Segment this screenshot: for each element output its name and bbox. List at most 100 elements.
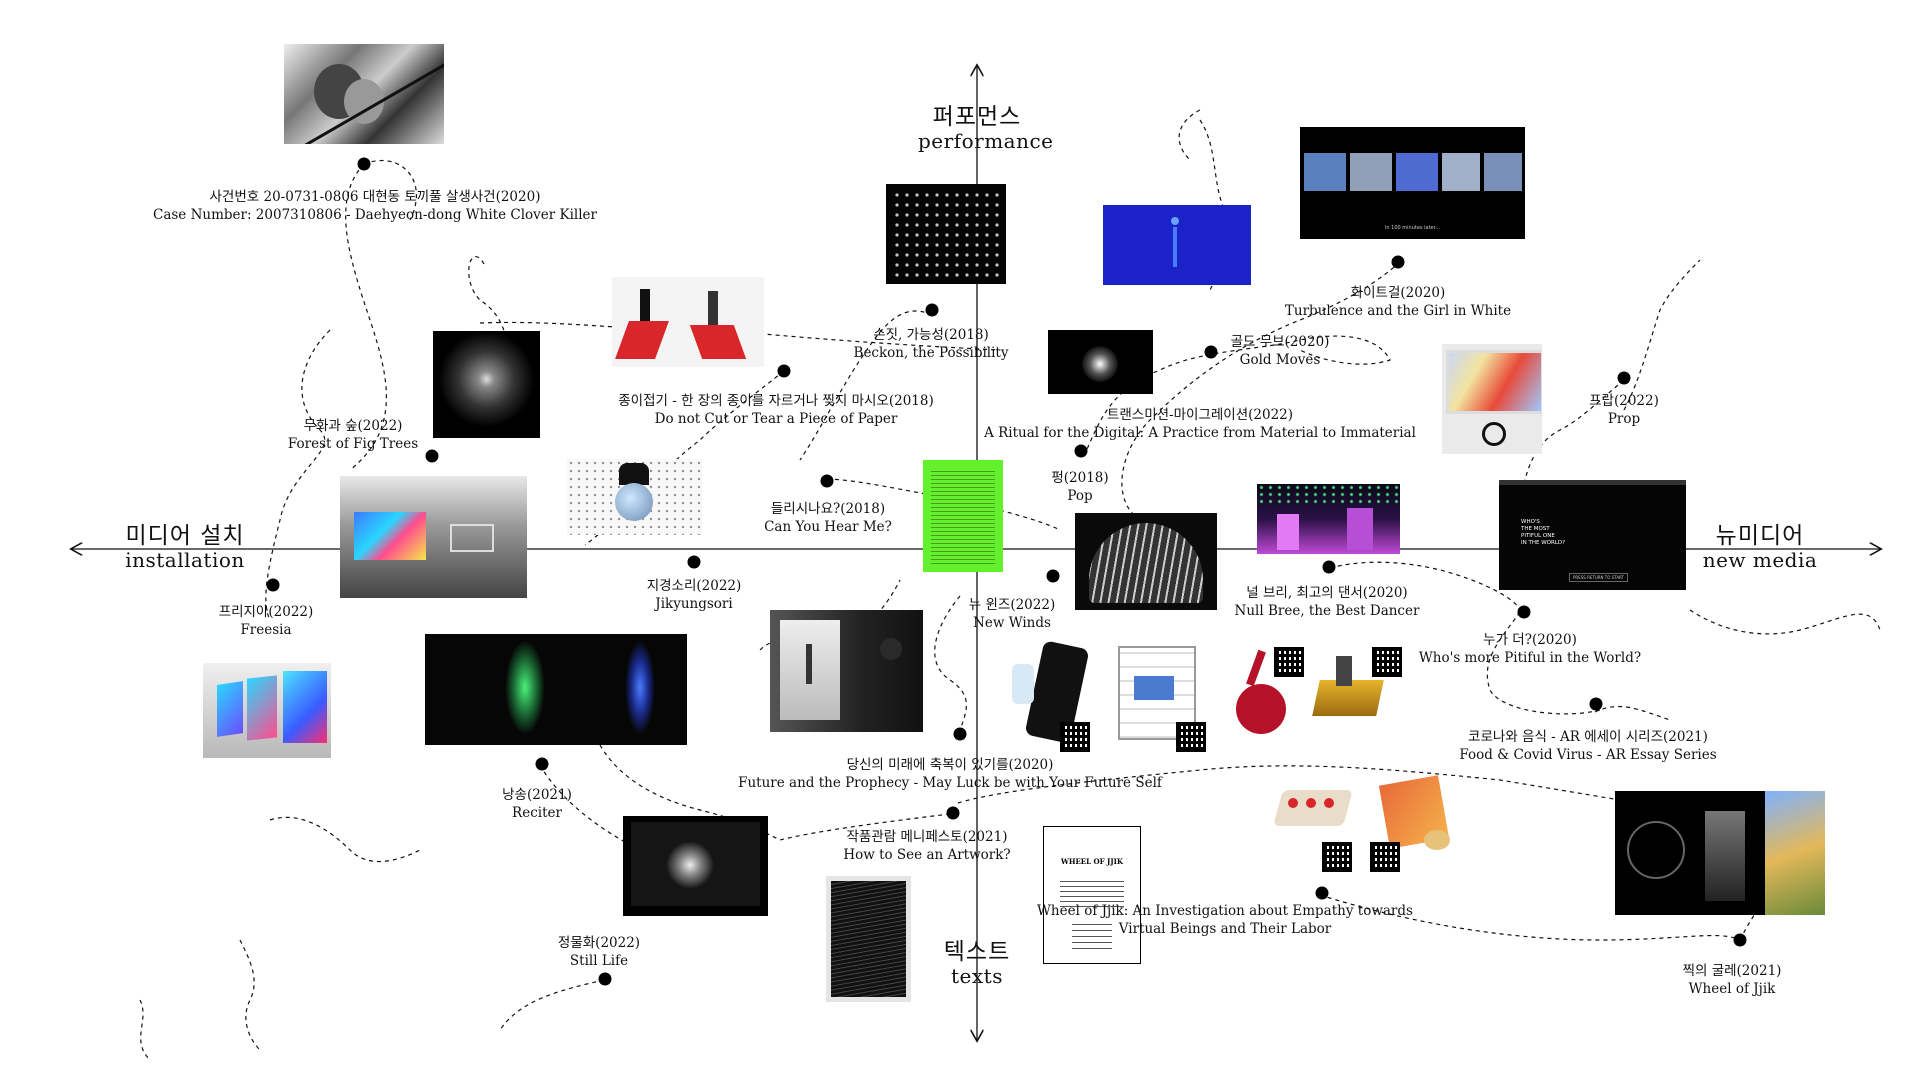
- thumb-pitiful[interactable]: WHO'S THE MOST PITIFUL ONE IN THE WORLD?…: [1499, 480, 1686, 590]
- label-gold-moves-ko: 골드 무브(2020): [1230, 334, 1330, 350]
- label-beckon-en: Beckon, the Possibility: [853, 345, 1009, 361]
- qr-code-6[interactable]: [1370, 842, 1400, 872]
- dot-pop[interactable]: [1074, 444, 1088, 458]
- label-food-covid: 코로나와 음식 - AR 에세이 시리즈(2021) Food & Covid …: [1459, 728, 1716, 764]
- axis-right-label: 뉴미디어 new media: [1700, 523, 1820, 572]
- dot-beckon[interactable]: [925, 303, 939, 317]
- dot-reciter[interactable]: [535, 757, 549, 771]
- axis-bottom-label: 텍스트 texts: [930, 939, 1024, 988]
- label-pop-en: Pop: [1067, 488, 1093, 504]
- thumb-wheel-jjik[interactable]: [1615, 791, 1825, 915]
- dot-do-not-cut[interactable]: [777, 364, 791, 378]
- dot-prop[interactable]: [1617, 371, 1631, 385]
- dot-turbulence[interactable]: [1391, 255, 1405, 269]
- label-wheel-essay: Wheel of Jjik: An Investigation about Em…: [1037, 902, 1413, 938]
- thumb-case-number[interactable]: [284, 44, 444, 144]
- dot-still-life[interactable]: [598, 972, 612, 986]
- label-do-not-cut-en: Do not Cut or Tear a Piece of Paper: [654, 411, 898, 427]
- thumb-food-ar-2[interactable]: [1370, 770, 1460, 860]
- qr-code-5[interactable]: [1322, 842, 1352, 872]
- dot-wheel-essay[interactable]: [1315, 886, 1329, 900]
- axis-bottom-en: texts: [951, 964, 1003, 989]
- label-prophecy-en: Future and the Prophecy - May Luck be wi…: [738, 775, 1162, 791]
- label-food-covid-en: Food & Covid Virus - AR Essay Series: [1459, 747, 1717, 763]
- thumb-virus-ar[interactable]: [1224, 640, 1299, 750]
- dot-prophecy[interactable]: [953, 727, 967, 741]
- thumb-how-to-see[interactable]: [826, 876, 911, 1002]
- label-still-life: 정물화(2022) Still Life: [558, 934, 640, 970]
- thumb-prophecy-gallery[interactable]: [770, 610, 923, 732]
- axis-right-en: new media: [1702, 548, 1818, 573]
- label-wheel-jjik-ko: 찍의 굴레(2021): [1682, 963, 1782, 979]
- qr-code-3[interactable]: [1274, 647, 1304, 677]
- label-new-winds-en: New Winds: [973, 615, 1051, 631]
- label-wheel-jjik-en: Wheel of Jjik: [1688, 981, 1776, 997]
- dot-food-covid[interactable]: [1589, 697, 1603, 711]
- qr-code-4[interactable]: [1372, 647, 1402, 677]
- thumb-pop[interactable]: [1075, 513, 1217, 610]
- thumb-freesia[interactable]: [203, 663, 331, 758]
- thumb-beckon[interactable]: [886, 184, 1006, 284]
- dot-null-bree[interactable]: [1322, 560, 1336, 574]
- label-wheel-essay-line2: Virtual Beings and Their Labor: [1118, 921, 1332, 937]
- dot-new-winds[interactable]: [1046, 569, 1060, 583]
- pitiful-line-2: THE MOST: [1521, 526, 1550, 532]
- label-wheel-essay-line1: Wheel of Jjik: An Investigation about Em…: [1037, 903, 1413, 919]
- label-pop-ko: 펑(2018): [1051, 470, 1109, 486]
- thumb-food-ar-1[interactable]: [1272, 770, 1356, 840]
- dot-gold-moves[interactable]: [1204, 345, 1218, 359]
- thumb-reciter[interactable]: [425, 634, 687, 745]
- pitiful-screen-text: WHO'S THE MOST PITIFUL ONE IN THE WORLD?: [1521, 519, 1565, 547]
- dot-wheel-jjik[interactable]: [1733, 933, 1747, 947]
- thumb-phone-ar[interactable]: [1008, 640, 1088, 750]
- dot-jikyungsori[interactable]: [687, 555, 701, 569]
- qr-code-1[interactable]: [1060, 722, 1090, 752]
- label-ritual-en: A Ritual for the Digital: A Practice fro…: [984, 425, 1416, 441]
- label-case-number-en: Case Number: 2007310806 - Daehyeon-dong …: [152, 207, 598, 223]
- thumb-ritual-document[interactable]: [923, 460, 1003, 572]
- label-reciter-en: Reciter: [512, 805, 562, 821]
- label-pop: 펑(2018) Pop: [1051, 469, 1108, 505]
- pitiful-line-3: PITIFUL ONE: [1521, 533, 1555, 539]
- thumb-wheel-essay-doc[interactable]: WHEEL OF JJIK: [1043, 826, 1141, 964]
- label-do-not-cut: 종이접기 - 한 장의 종이를 자르거나 찢지 마시오(2018) Do not…: [618, 392, 933, 428]
- dot-pitiful[interactable]: [1517, 605, 1531, 619]
- axis-right-ko: 뉴미디어: [1715, 523, 1805, 549]
- label-prop: 프랍(2022) Prop: [1589, 392, 1659, 428]
- label-turbulence-en: Turbulence and the Girl in White: [1284, 303, 1512, 319]
- label-food-covid-ko: 코로나와 음식 - AR 에세이 시리즈(2021): [1468, 729, 1708, 745]
- thumb-prop[interactable]: [1442, 344, 1542, 454]
- label-fig-trees-ko: 무화과 숲(2022): [303, 418, 403, 434]
- label-beckon-ko: 손짓, 가능성(2018): [873, 327, 989, 343]
- label-prophecy: 당신의 미래에 축복이 있기를(2020) Future and the Pro…: [738, 756, 1162, 792]
- thumb-fig-trees[interactable]: [433, 331, 540, 438]
- thumb-blue-dance[interactable]: [1103, 205, 1251, 285]
- dot-can-you-hear[interactable]: [820, 474, 834, 488]
- label-jikyungsori: 지경소리(2022) Jikyungsori: [647, 577, 742, 613]
- thumb-still-life[interactable]: [623, 816, 768, 916]
- label-ritual-ko: 트랜스미션-마이그레이션(2022): [1106, 407, 1294, 423]
- dot-case-number[interactable]: [357, 157, 371, 171]
- label-can-you-hear-ko: 들리시나요?(2018): [770, 501, 886, 517]
- label-jikyungsori-ko: 지경소리(2022): [646, 578, 742, 594]
- label-null-bree-ko: 널 브리, 최고의 댄서(2020): [1246, 585, 1408, 601]
- label-null-bree: 널 브리, 최고의 댄서(2020) Null Bree, the Best D…: [1235, 584, 1420, 620]
- dot-how-to-see[interactable]: [946, 806, 960, 820]
- thumb-do-not-cut[interactable]: [612, 277, 764, 367]
- label-how-to-see: 작품관람 메니페스토(2021) How to See an Artwork?: [843, 828, 1010, 864]
- label-gold-moves: 골드 무브(2020) Gold Moves: [1231, 333, 1330, 369]
- label-turbulence: 화이트걸(2020) Turbulence and the Girl in Wh…: [1285, 284, 1511, 320]
- dot-freesia[interactable]: [266, 578, 280, 592]
- thumb-null-bree[interactable]: [1257, 484, 1400, 554]
- label-fig-trees-en: Forest of Fig Trees: [287, 436, 419, 452]
- thumb-robot-ar[interactable]: [1306, 640, 1396, 750]
- thumb-turbulence[interactable]: in 100 minutes later...: [1300, 127, 1525, 239]
- qr-code-2[interactable]: [1176, 722, 1206, 752]
- label-freesia-ko: 프리지아(2022): [218, 604, 314, 620]
- thumb-gold-moves[interactable]: [1048, 330, 1153, 394]
- label-null-bree-en: Null Bree, the Best Dancer: [1234, 603, 1420, 619]
- label-prop-ko: 프랍(2022): [1589, 393, 1659, 409]
- thumb-installation[interactable]: [340, 476, 527, 598]
- thumb-can-you-hear[interactable]: [567, 459, 702, 535]
- dot-fig-trees[interactable]: [425, 449, 439, 463]
